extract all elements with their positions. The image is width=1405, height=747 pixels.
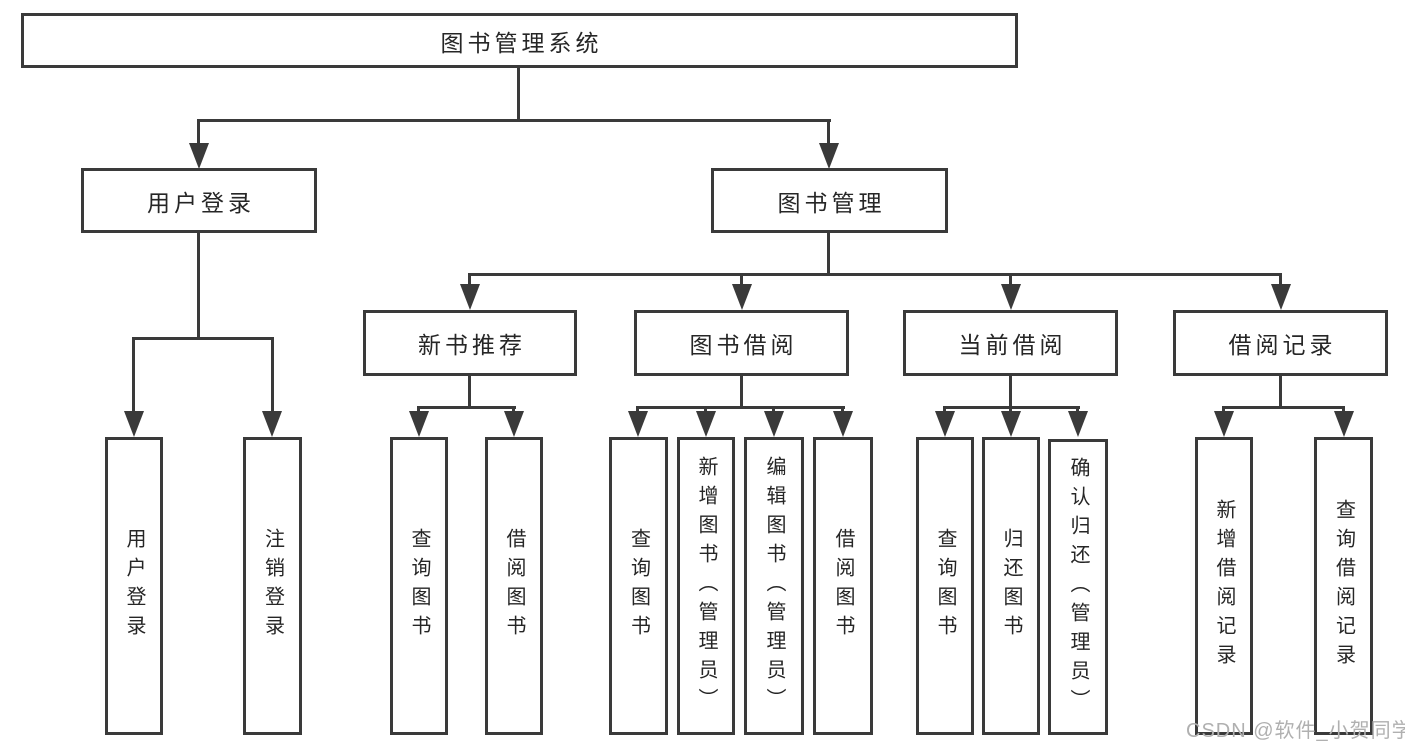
leaf-add-borrow-record: 新增借阅记录 bbox=[1195, 437, 1253, 735]
leaf-borrow-books-2: 借阅图书 bbox=[813, 437, 873, 735]
leaf-query-borrow-record: 查询借阅记录 bbox=[1314, 437, 1373, 735]
arrow-down-icon bbox=[409, 411, 429, 437]
leaf-query-books-1-label: 查询图书 bbox=[408, 528, 430, 644]
arrow-down-icon bbox=[1001, 284, 1021, 310]
csdn-watermark: CSDN @软件_小贺同学 bbox=[1186, 720, 1405, 742]
connector-line bbox=[468, 273, 1282, 276]
leaf-add-books-admin: 新增图书（管理员） bbox=[677, 437, 735, 735]
arrow-down-icon bbox=[696, 411, 716, 437]
leaf-query-books-3: 查询图书 bbox=[916, 437, 974, 735]
arrow-down-icon bbox=[1334, 411, 1354, 437]
connector-line bbox=[1009, 276, 1012, 284]
connector-line bbox=[132, 340, 135, 411]
leaf-return-books: 归还图书 bbox=[982, 437, 1040, 735]
connector-line bbox=[197, 122, 200, 143]
connector-line bbox=[636, 406, 845, 409]
leaf-borrow-books-1: 借阅图书 bbox=[485, 437, 543, 735]
arrow-down-icon bbox=[628, 411, 648, 437]
node-user-login-label: 用户登录 bbox=[147, 189, 255, 216]
leaf-user-login: 用户登录 bbox=[105, 437, 163, 735]
arrow-down-icon bbox=[504, 411, 524, 437]
connector-line bbox=[468, 376, 471, 406]
leaf-user-login-label: 用户登录 bbox=[123, 528, 145, 644]
connector-line bbox=[132, 337, 274, 340]
arrow-down-icon bbox=[1001, 411, 1021, 437]
connector-line bbox=[1279, 276, 1282, 284]
leaf-logout-label: 注销登录 bbox=[261, 528, 284, 644]
leaf-add-books-admin-label: 新增图书（管理员） bbox=[695, 455, 717, 717]
node-current-borrowing-label: 当前借阅 bbox=[958, 332, 1067, 358]
connector-line bbox=[827, 233, 830, 273]
connector-line bbox=[468, 276, 471, 284]
node-user-login: 用户登录 bbox=[81, 168, 317, 233]
leaf-return-books-label: 归还图书 bbox=[1000, 528, 1022, 644]
connector-line bbox=[740, 376, 743, 406]
connector-line bbox=[1279, 376, 1282, 406]
leaf-query-books-2: 查询图书 bbox=[609, 437, 668, 735]
connector-line bbox=[1009, 376, 1012, 406]
node-book-borrowing-label: 图书借阅 bbox=[689, 332, 798, 358]
arrow-down-icon bbox=[935, 411, 955, 437]
arrow-down-icon bbox=[124, 411, 144, 437]
node-current-borrowing: 当前借阅 bbox=[903, 310, 1118, 376]
node-root-label: 图书管理系统 bbox=[440, 29, 603, 56]
connector-line bbox=[943, 406, 1080, 409]
arrow-down-icon bbox=[1214, 411, 1234, 437]
leaf-add-borrow-record-label: 新增借阅记录 bbox=[1213, 499, 1235, 673]
arrow-down-icon bbox=[833, 411, 853, 437]
leaf-confirm-return-admin-label: 确认归还（管理员） bbox=[1067, 456, 1089, 718]
node-borrowing-records: 借阅记录 bbox=[1173, 310, 1388, 376]
arrow-down-icon bbox=[819, 143, 839, 169]
leaf-query-borrow-record-label: 查询借阅记录 bbox=[1332, 499, 1355, 673]
connector-line bbox=[827, 122, 830, 143]
arrow-down-icon bbox=[189, 143, 209, 169]
leaf-edit-books-admin-label: 编辑图书（管理员） bbox=[763, 455, 785, 717]
connector-line bbox=[271, 340, 274, 411]
connector-line bbox=[197, 119, 831, 122]
node-book-management: 图书管理 bbox=[711, 168, 948, 233]
node-root: 图书管理系统 bbox=[21, 13, 1018, 68]
connector-line bbox=[1222, 406, 1345, 409]
node-borrowing-records-label: 借阅记录 bbox=[1228, 332, 1337, 358]
arrow-down-icon bbox=[732, 284, 752, 310]
arrow-down-icon bbox=[262, 411, 282, 437]
leaf-query-books-3-label: 查询图书 bbox=[934, 528, 956, 644]
node-book-borrowing: 图书借阅 bbox=[634, 310, 849, 376]
connector-line bbox=[740, 276, 743, 284]
connector-line bbox=[197, 233, 200, 337]
leaf-confirm-return-admin: 确认归还（管理员） bbox=[1048, 439, 1108, 735]
arrow-down-icon bbox=[1271, 284, 1291, 310]
arrow-down-icon bbox=[1068, 411, 1088, 437]
node-new-book-recommendation: 新书推荐 bbox=[363, 310, 577, 376]
leaf-query-books-2-label: 查询图书 bbox=[627, 528, 650, 644]
leaf-borrow-books-2-label: 借阅图书 bbox=[832, 528, 854, 644]
arrow-down-icon bbox=[460, 284, 480, 310]
leaf-logout: 注销登录 bbox=[243, 437, 302, 735]
connector-line bbox=[517, 68, 520, 119]
node-new-book-recommendation-label: 新书推荐 bbox=[418, 332, 526, 358]
arrow-down-icon bbox=[764, 411, 784, 437]
node-book-management-label: 图书管理 bbox=[777, 189, 886, 216]
connector-line bbox=[417, 406, 516, 409]
leaf-edit-books-admin: 编辑图书（管理员） bbox=[744, 437, 804, 735]
leaf-query-books-1: 查询图书 bbox=[390, 437, 448, 735]
leaf-borrow-books-1-label: 借阅图书 bbox=[503, 528, 525, 644]
